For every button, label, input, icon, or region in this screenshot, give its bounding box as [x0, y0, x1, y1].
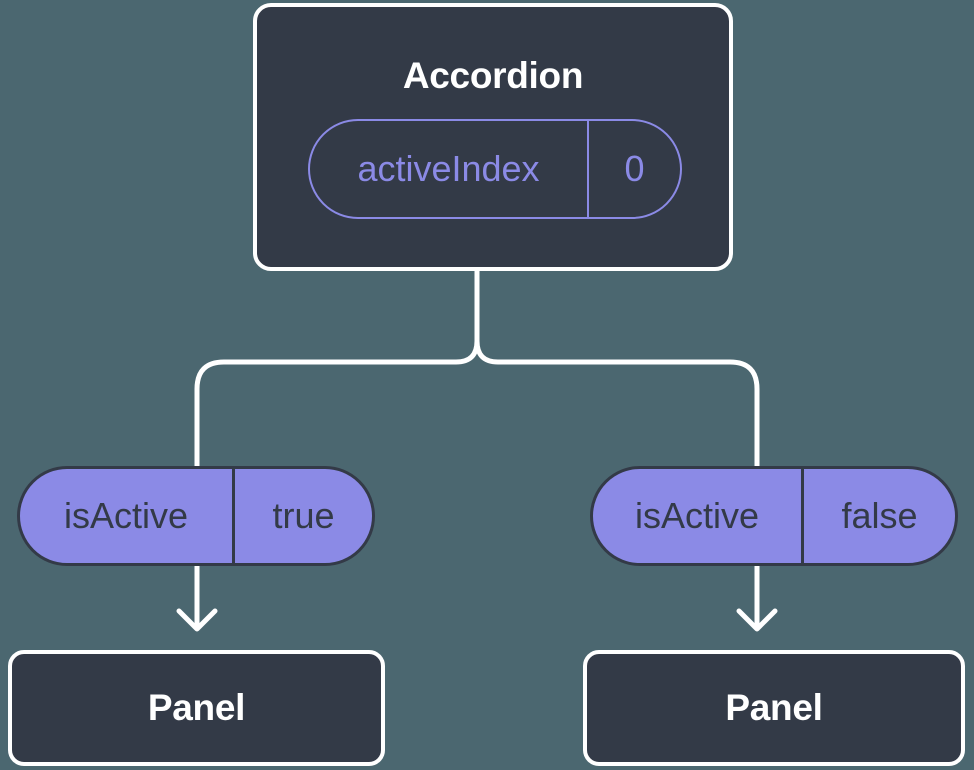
state-value-label-left: true: [272, 495, 335, 536]
panel-node-right: Panel: [583, 650, 965, 766]
connector-root-to-left: [194, 262, 480, 472]
panel-node-right-title: Panel: [725, 687, 823, 728]
active-index-prop-pill: activeIndex 0: [308, 119, 682, 219]
down-arrow-right-icon: [736, 557, 778, 632]
is-active-pill-right: isActive false: [590, 466, 958, 566]
panel-node-left: Panel: [8, 650, 385, 766]
is-active-pill-left: isActive true: [17, 466, 375, 566]
state-name-label-left: isActive: [20, 469, 235, 563]
prop-name-label: activeIndex: [310, 121, 589, 217]
state-value-label-right: false: [841, 495, 918, 536]
prop-value-label: 0: [624, 148, 645, 189]
down-arrow-left-icon: [176, 557, 218, 632]
accordion-node-title: Accordion: [402, 55, 584, 96]
connector-root-to-right: [474, 262, 760, 472]
state-name-label-right: isActive: [593, 469, 804, 563]
accordion-node: Accordion activeIndex 0: [253, 3, 733, 271]
panel-node-left-title: Panel: [147, 687, 246, 728]
